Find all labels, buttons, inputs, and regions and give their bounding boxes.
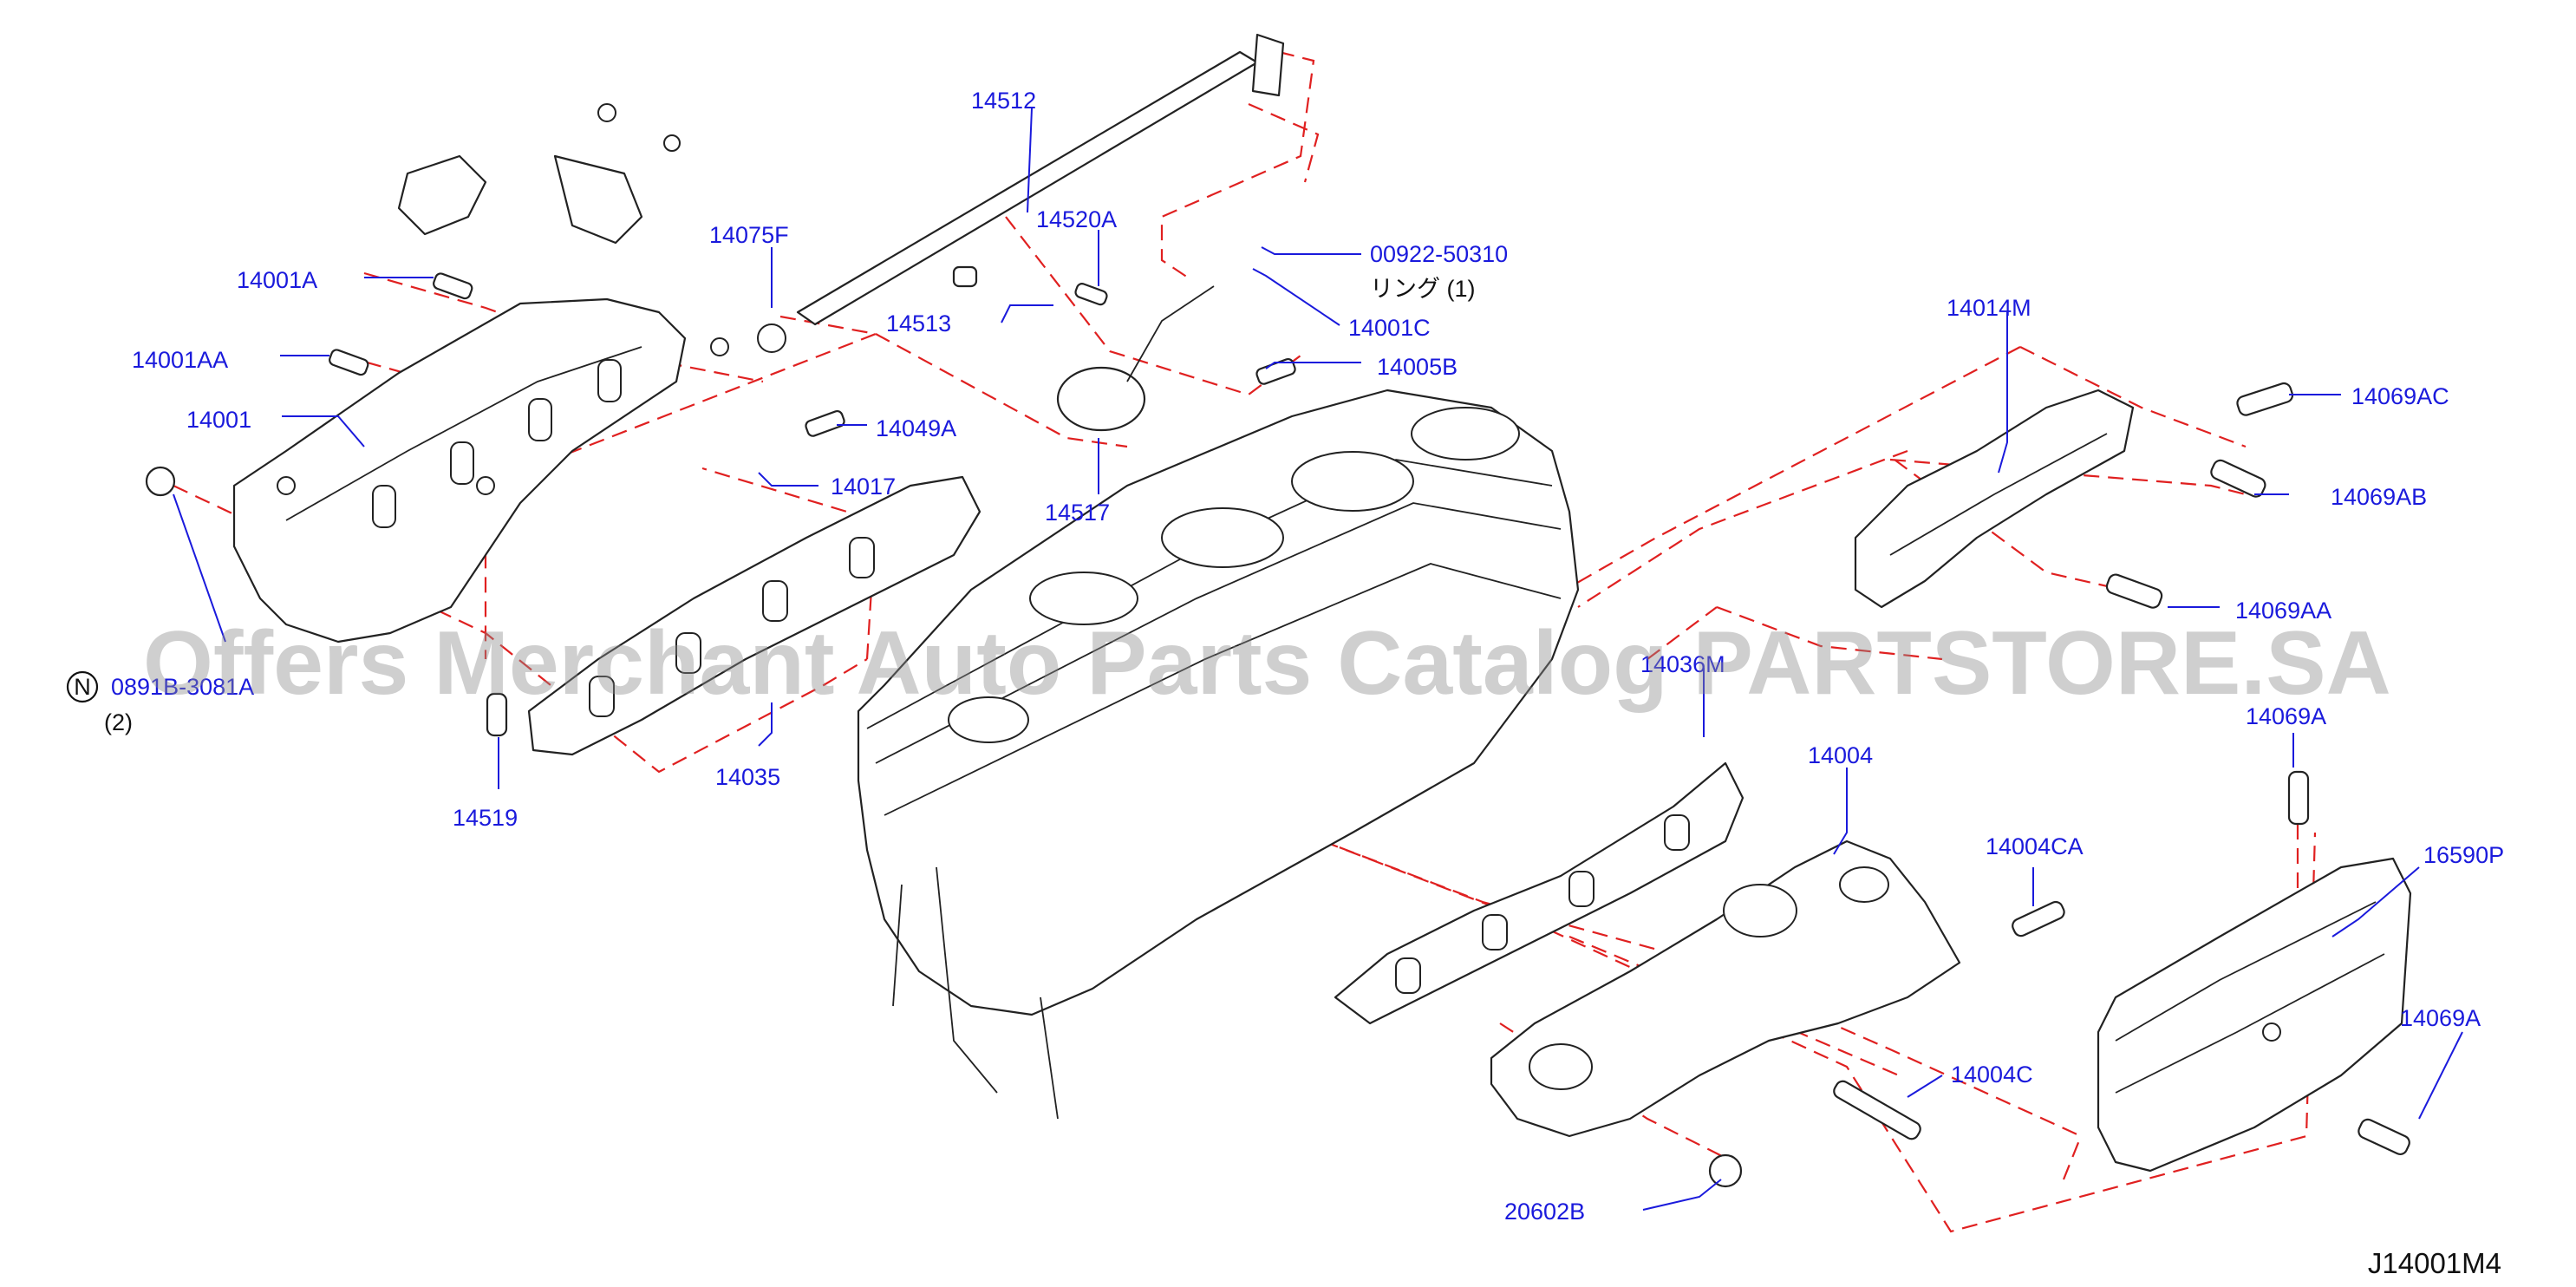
label-14001: 14001 — [186, 407, 251, 433]
exhaust-manifold — [1490, 839, 1961, 1138]
label-14005B: 14005B — [1377, 354, 1458, 380]
label-14069AA: 14069AA — [2235, 598, 2331, 624]
diagram-code: J14001M4 — [2368, 1247, 2501, 1279]
label-14001A: 14001A — [237, 267, 317, 293]
label-16590P: 16590P — [2423, 842, 2504, 868]
label-0891B-3081A: 0891B-3081A — [111, 674, 254, 700]
label-14069A-bottom: 14069A — [2400, 1005, 2481, 1031]
label-14049A: 14049A — [876, 415, 956, 441]
label-14520A: 14520A — [1036, 206, 1117, 232]
label-20602B: 20602B — [1504, 1199, 1585, 1225]
label-14069AB: 14069AB — [2331, 484, 2427, 510]
heat-shield-upper — [1854, 389, 2135, 609]
label-14069AC: 14069AC — [2351, 383, 2449, 409]
vacuum-pump-and-rod — [757, 33, 1285, 432]
label-14017: 14017 — [831, 474, 896, 500]
part-labels: 14512 14075F 14520A 00922-50310 リング (1) … — [104, 88, 2504, 1225]
label-14069A-top: 14069A — [2246, 703, 2326, 729]
label-14036M: 14036M — [1640, 651, 1725, 677]
label-qty-2: (2) — [104, 709, 133, 735]
label-14001AA: 14001AA — [132, 347, 228, 373]
label-14014M: 14014M — [1947, 295, 2031, 321]
note-symbol-text: N — [74, 674, 91, 700]
label-14001C: 14001C — [1348, 315, 1431, 341]
label-14035: 14035 — [715, 764, 780, 790]
label-ring-note: リング (1) — [1370, 276, 1476, 302]
label-14075F: 14075F — [709, 222, 789, 248]
label-14004C: 14004C — [1951, 1062, 2033, 1088]
label-14517: 14517 — [1045, 500, 1110, 526]
note-symbol-n: N — [66, 670, 99, 703]
leader-lines — [173, 108, 2463, 1211]
label-14513: 14513 — [886, 310, 951, 336]
label-14004: 14004 — [1808, 742, 1873, 768]
bolts-and-studs — [145, 265, 2410, 1188]
label-14004CA: 14004CA — [1986, 833, 2084, 859]
intake-gasket — [527, 475, 981, 756]
label-14519: 14519 — [453, 805, 518, 831]
intake-manifold — [232, 297, 729, 644]
cylinder-head — [857, 389, 1580, 1120]
label-00922-50310: 00922-50310 — [1370, 241, 1508, 267]
label-14512: 14512 — [971, 88, 1036, 114]
exhaust-gasket — [1334, 761, 1745, 1025]
sensor-and-bracket — [397, 103, 681, 245]
watermark: Offers Merchant Auto Parts Catalog PARTS… — [143, 613, 2391, 714]
